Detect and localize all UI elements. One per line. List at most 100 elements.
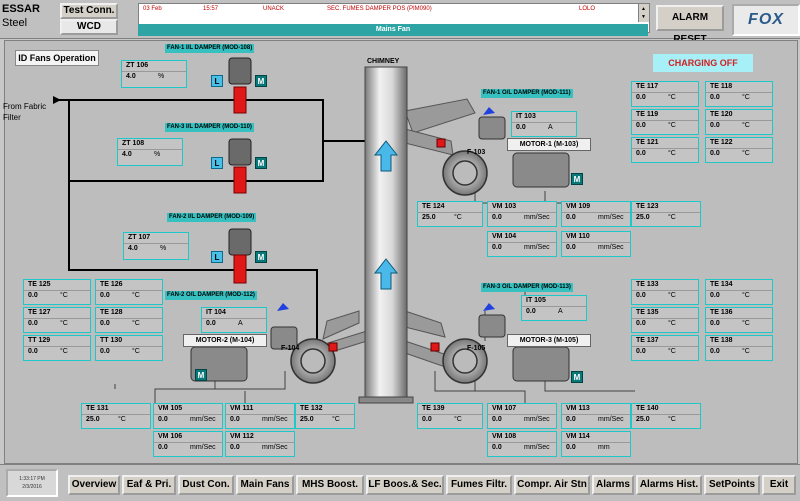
vm104-tag: VM 104 (492, 233, 517, 240)
alarm-scrollbar[interactable]: ▲ ▼ (638, 4, 649, 22)
nav-alarms[interactable]: Alarms (592, 475, 634, 495)
nav-fumes-filtr[interactable]: Fumes Filtr. (446, 475, 512, 495)
nav-dust-con[interactable]: Dust Con. (178, 475, 234, 495)
motor-indicator-fan2[interactable]: M (255, 251, 267, 263)
motor-indicator-fan3[interactable]: M (255, 157, 267, 169)
vm109-tag: VM 109 (566, 203, 591, 210)
nav-alarms-hist[interactable]: Alarms Hist. (636, 475, 702, 495)
motor-indicator-m105[interactable]: M (571, 371, 583, 383)
wcd-button[interactable]: WCD (60, 19, 118, 35)
test-conn-button[interactable]: Test Conn. (60, 3, 118, 19)
vm112-tag: VM 112 (230, 433, 254, 440)
te125-unit: °C (60, 292, 68, 299)
te138-value: 0.0 (710, 348, 720, 355)
damper-label-fan3-ol: FAN-3 O/L DAMPER (MOD-113) (481, 283, 573, 292)
brand-line2: Steel (2, 17, 28, 29)
te125-value: 0.0 (28, 292, 38, 299)
te140-unit: °C (668, 416, 676, 423)
motor-label-m103: MOTOR-1 (M-103) (507, 138, 591, 151)
motor-indicator-fan1[interactable]: M (255, 75, 267, 87)
motor-indicator-m104[interactable]: M (195, 369, 207, 381)
it104-value: 0.0 (206, 320, 216, 327)
local-indicator-fan1[interactable]: L (211, 75, 223, 87)
te135-unit: °C (668, 320, 676, 327)
nav-main-fans[interactable]: Main Fans (236, 475, 294, 495)
local-indicator-fan2[interactable]: L (211, 251, 223, 263)
te137-value: 0.0 (636, 348, 646, 355)
nav-setpoints[interactable]: SetPoints (704, 475, 760, 495)
it104-unit: A (238, 320, 243, 327)
nav-lf-boos-sec[interactable]: LF Boos.& Sec. (366, 475, 444, 495)
scroll-up-icon[interactable]: ▲ (641, 6, 646, 12)
nav-eaf-pri[interactable]: Eaf & Pri. (122, 475, 176, 495)
te135-tag: TE 135 (636, 309, 659, 316)
essar-steel-logo: ESSAR Steel (2, 2, 56, 34)
te133-tag: TE 133 (636, 281, 659, 288)
vm112-value: 0.0 (230, 444, 240, 451)
te137-tag: TE 137 (636, 337, 659, 344)
scroll-down-icon[interactable]: ▼ (641, 14, 646, 20)
vm107-unit: mm/Sec (524, 416, 550, 423)
nav-mhs-boost[interactable]: MHS Boost. (296, 475, 364, 495)
nav-overview[interactable]: Overview (68, 475, 120, 495)
vm108-value: 0.0 (492, 444, 502, 451)
alarm-row[interactable]: 03 Feb 15:57 UNACK SEC. FUMES DAMPER POS… (139, 6, 629, 15)
it105-unit: A (558, 308, 563, 315)
alarm-level: LOLO (579, 6, 596, 12)
vm106-value: 0.0 (158, 444, 168, 451)
motor-indicator-m103[interactable]: M (571, 173, 583, 185)
te122-value: 0.0 (710, 150, 720, 157)
te131-tag: TE 131 (86, 405, 109, 412)
te127-value: 0.0 (28, 320, 38, 327)
nav-exit[interactable]: Exit (762, 475, 796, 495)
te139-tag: TE 139 (422, 405, 445, 412)
vm103-unit: mm/Sec (524, 214, 550, 221)
local-indicator-fan3[interactable]: L (211, 157, 223, 169)
nav-compr-air-stn[interactable]: Compr. Air Stn (514, 475, 590, 495)
te123-value: 25.0 (636, 214, 650, 221)
alarm-reset-button[interactable]: ALARM RESET (656, 5, 724, 45)
